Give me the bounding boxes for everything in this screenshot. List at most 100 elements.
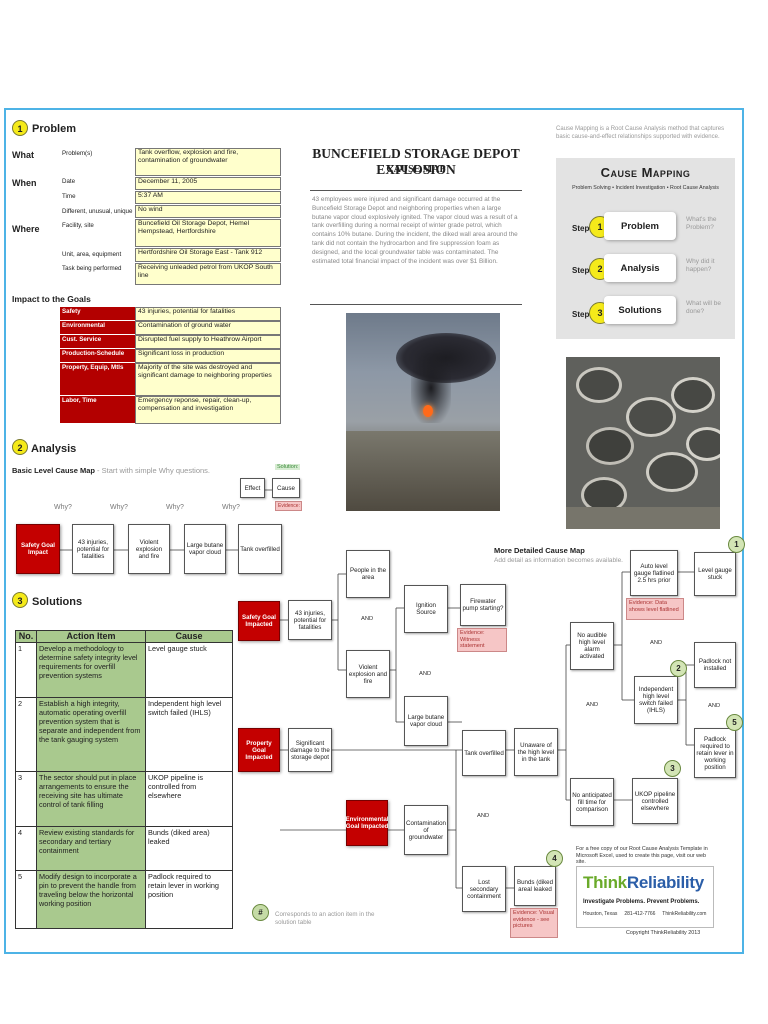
node-auto-gauge-flatlined: Auto level gauge flatlined 2.5 hrs prior bbox=[630, 550, 678, 596]
title-divider bbox=[310, 190, 522, 191]
row-no: 4 bbox=[15, 826, 37, 871]
label-unit: Unit, area, equipment bbox=[62, 251, 122, 258]
legend-solution: Solution: bbox=[275, 464, 301, 470]
node-padlock-required: Padlock required to retain lever in work… bbox=[694, 728, 736, 778]
node-ignition-source: Ignition Source bbox=[404, 585, 448, 633]
node-padlock-not-installed: Padlock not installed bbox=[694, 642, 736, 688]
and-label-5: AND bbox=[650, 640, 663, 646]
col-action: Action Item bbox=[36, 630, 146, 643]
row-cause: Level gauge stuck bbox=[145, 642, 233, 698]
impact-goal-labor: Labor, Time bbox=[60, 396, 136, 424]
node-no-audible-alarm: No audible high level alarm activated bbox=[570, 622, 614, 670]
marker-5: 5 bbox=[726, 714, 743, 731]
row-action: Develop a methodology to determine safet… bbox=[36, 642, 146, 698]
cause-mapping-tagline: Problem Solving • Incident Investigation… bbox=[572, 185, 719, 191]
label-unusual: Different, unusual, unique bbox=[62, 208, 133, 215]
row-no: 1 bbox=[15, 642, 37, 698]
section-number-3: 3 bbox=[12, 592, 28, 608]
analysis-heading: Analysis bbox=[31, 443, 77, 455]
marker-legend: # bbox=[252, 904, 269, 921]
node-lost-containment: Lost secondary containment bbox=[462, 866, 506, 912]
logo-slogan: Investigate Problems. Prevent Problems. bbox=[583, 899, 700, 905]
row-cause: Padlock required to retain lever in work… bbox=[145, 870, 233, 929]
node-bunds-leaked: Bunds (diked areal leaked bbox=[514, 866, 556, 906]
description-divider bbox=[310, 304, 522, 305]
solutions-table: No. Action Item Cause 1 Develop a method… bbox=[15, 630, 233, 929]
node-significant-damage: Significant damage to the storage depot bbox=[288, 728, 332, 772]
why-label-4: Why? bbox=[222, 504, 240, 511]
basic-explosion-box: Violent explosion and fire bbox=[128, 524, 170, 574]
aerial-tanks-photo bbox=[566, 357, 720, 529]
node-no-fill-time: No anticipated fill time for comparison bbox=[570, 778, 614, 826]
table-row: 4 Review existing standards for secondar… bbox=[15, 826, 233, 871]
impact-value-safety: 43 injuries, potential for fatalities bbox=[135, 307, 281, 321]
label-problems: Problem(s) bbox=[62, 150, 93, 157]
section-number-2: 2 bbox=[12, 439, 28, 455]
free-copy-note: For a free copy of our Root Cause Analys… bbox=[576, 846, 708, 866]
row-no: 2 bbox=[15, 697, 37, 772]
marker-3: 3 bbox=[664, 760, 681, 777]
label-task: Task being performed bbox=[62, 265, 122, 272]
solutions-heading: Solutions bbox=[32, 596, 83, 608]
impact-value-customer: Disrupted fuel supply to Heathrow Airpor… bbox=[135, 335, 281, 349]
logo-wordmark: ThinkReliability bbox=[583, 873, 704, 893]
basic-tank-box: Tank overfilled bbox=[238, 524, 282, 574]
row-action: The sector should put in place arrangeme… bbox=[36, 771, 146, 827]
and-label-6: AND bbox=[708, 703, 721, 709]
row-action: Modify design to incorporate a pin to pr… bbox=[36, 870, 146, 929]
step-word-1: Step bbox=[572, 224, 590, 233]
node-unaware-high-level: Unaware of the high level in the tank bbox=[514, 728, 558, 776]
node-violent-explosion: Violent explosion and fire bbox=[346, 650, 390, 698]
section-where: Where bbox=[12, 224, 40, 234]
step-solutions-card: Solutions bbox=[604, 296, 676, 324]
step-analysis-card: Analysis bbox=[604, 254, 676, 282]
node-people-in-area: People in the area bbox=[346, 550, 390, 598]
col-no: No. bbox=[15, 630, 37, 643]
impact-goal-property: Property, Equip, Mtls bbox=[60, 363, 136, 396]
impact-value-production: Significant loss in production bbox=[135, 349, 281, 363]
value-time: 5:37 AM bbox=[135, 191, 281, 204]
impact-goal-environmental: Environmental bbox=[60, 321, 136, 335]
why-label-1: Why? bbox=[54, 504, 72, 511]
page-title: BUNCEFIELD STORAGE DEPOT EXPLOSION bbox=[312, 146, 520, 177]
marker-4: 4 bbox=[546, 850, 563, 867]
basic-cause-map-label: Basic Level Cause Map bbox=[12, 466, 95, 475]
intro-text: Cause Mapping is a Root Cause Analysis m… bbox=[556, 126, 725, 140]
node-tank-overfilled: Tank overfilled bbox=[462, 730, 506, 776]
marker-1: 1 bbox=[728, 536, 745, 553]
why-label-2: Why? bbox=[110, 504, 128, 511]
and-label-1: AND bbox=[361, 616, 374, 622]
problem-heading: Problem bbox=[32, 123, 77, 135]
why-label-3: Why? bbox=[166, 504, 184, 511]
marker-2: 2 bbox=[670, 660, 687, 677]
step-word-2: Step bbox=[572, 266, 590, 275]
legend-evidence: Evidence: bbox=[275, 501, 302, 511]
explosion-photo bbox=[346, 313, 500, 511]
row-no: 5 bbox=[15, 870, 37, 929]
node-ihls-failed: Independent high level switch failed (IH… bbox=[634, 676, 678, 724]
incident-description: 43 employees were injured and significan… bbox=[312, 196, 518, 265]
row-action: Establish a high integrity, automatic op… bbox=[36, 697, 146, 772]
logo-reliability: Reliability bbox=[626, 873, 704, 892]
table-row: 5 Modify design to incorporate a pin to … bbox=[15, 870, 233, 929]
detailed-map-hint: Add detail as information becomes availa… bbox=[494, 557, 623, 564]
impact-heading: Impact to the Goals bbox=[12, 294, 91, 304]
step-word-3: Step bbox=[572, 310, 590, 319]
logo-contact: Houston, Texas 281-412-7766 ThinkReliabi… bbox=[583, 911, 707, 917]
page-subtitle: CAUSE MAP bbox=[386, 164, 446, 175]
and-label-4: AND bbox=[586, 702, 599, 708]
evidence-data: Evidence: Data shows level flatlined bbox=[626, 598, 684, 620]
step-analysis-question: Why did it happen? bbox=[686, 258, 715, 273]
impact-goal-safety: Safety bbox=[60, 307, 136, 321]
row-action: Review existing standards for secondary … bbox=[36, 826, 146, 871]
value-facility: Buncefield Oil Storage Depot, Hemel Hemp… bbox=[135, 219, 281, 247]
col-cause: Cause bbox=[145, 630, 233, 643]
step-problem-card: Problem bbox=[604, 212, 676, 240]
value-unit: Hertfordshire Oil Storage East - Tank 91… bbox=[135, 248, 281, 262]
copyright: Copyright ThinkReliability 2013 bbox=[626, 930, 701, 936]
impact-goal-production: Production-Schedule bbox=[60, 349, 136, 363]
basic-vapor-box: Large butane vapor cloud bbox=[184, 524, 226, 574]
section-what: What bbox=[12, 150, 34, 160]
node-environmental-goal: Environmental Goal Impacted bbox=[346, 800, 389, 846]
